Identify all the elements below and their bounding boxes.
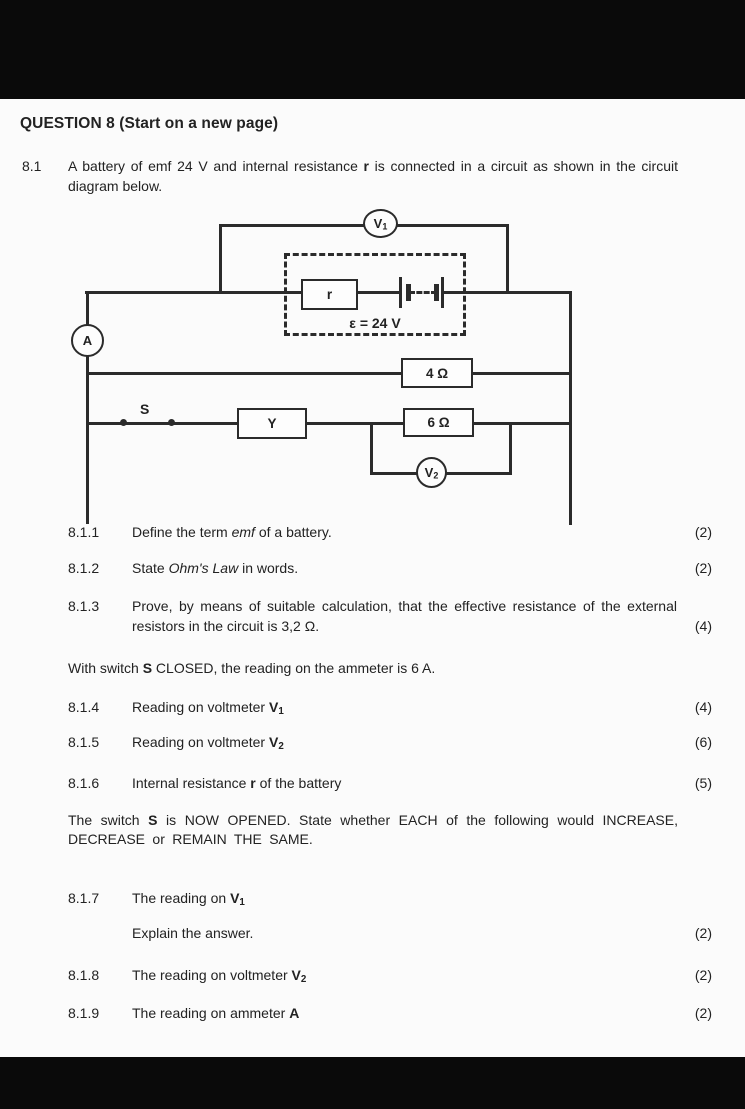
statement-switch-opened: The switch S is NOW OPENED. State whethe… [68,812,678,847]
question-number: 8.1.2 [68,560,100,576]
question-text: The reading on voltmeter V2 [132,967,307,985]
question-text: Reading on voltmeter V2 [132,734,284,752]
wire-battery-dashed [409,291,437,294]
question-8-1-intro: 8.1 A battery of emf 24 V and internal r… [22,156,678,196]
question-number: 8.1.1 [68,524,100,540]
question-number: 8.1.3 [68,598,100,614]
question-marks: (2) [694,560,712,576]
question-number: 8.1 [22,158,42,174]
question-row-8-1-4: 8.1.4 Reading on voltmeter V1 (4) [68,697,712,717]
voltmeter-v2: V2 [416,457,447,488]
question-number: 8.1.6 [68,775,100,791]
wire-v1-left [219,224,222,294]
wire-right-vertical [569,291,572,525]
wire-main-left [85,291,402,294]
bottom-letterbox-bar [0,1057,745,1109]
ammeter-label: A [82,333,93,348]
circuit-diagram: ε = 24 V r 4 Ω 6 Ω Y S V1 A V2 [0,99,745,525]
question-number: 8.1.8 [68,967,100,983]
exam-page: QUESTION 8 (Start on a new page) 8.1 A b… [0,99,745,1057]
voltmeter-v1: V1 [363,209,398,238]
ammeter: A [71,324,104,357]
question-marks: (2) [694,925,712,941]
question-marks: (2) [694,967,712,983]
wire-left-vertical [86,291,89,524]
question-row-8-1-8: 8.1.8 The reading on voltmeter V2 (2) [68,965,712,985]
question-text: Prove, by means of suitable calculation,… [132,598,677,634]
question-number: 8.1.4 [68,699,100,715]
voltmeter-v1-label: V1 [373,216,388,232]
battery-plate-short-left [406,284,411,301]
resistor-6ohm-box: 6 Ω [403,408,474,437]
battery-plate-long-left [399,277,402,308]
question-row-8-1-1: 8.1.1 Define the term emf of a battery. … [68,522,712,542]
component-y-box: Y [237,408,307,439]
question-row-explain: Explain the answer. (2) [68,923,712,943]
question-text: The reading on ammeter A [132,1005,300,1021]
question-marks: (4) [694,699,712,715]
switch-contact-dot-right [168,419,175,426]
internal-resistance-box: r [301,279,358,310]
question-number: 8.1.7 [68,890,100,906]
question-text: Internal resistance r of the battery [132,775,342,791]
question-marks: (2) [694,524,712,540]
question-row-8-1-7: 8.1.7 The reading on V1 [68,888,712,908]
wire-main-right [444,291,572,294]
voltmeter-v2-label: V2 [424,465,439,481]
question-text: State Ohm's Law in words. [132,560,299,576]
question-marks: (5) [694,775,712,791]
top-letterbox-bar [0,0,745,99]
switch-label: S [140,401,150,417]
switch-contact-dot-left [120,419,127,426]
wire-bottom-branch [86,422,572,425]
wire-v2-left [370,422,373,475]
question-row-8-1-3: 8.1.3 Prove, by means of suitable calcul… [68,596,712,636]
battery-emf-label: ε = 24 V [349,315,401,331]
question-text: Define the term emf of a battery. [132,524,332,540]
question-number-spacer [68,923,132,943]
question-row-8-1-6: 8.1.6 Internal resistance r of the batte… [68,773,712,793]
question-number: 8.1.9 [68,1005,100,1021]
battery-plate-short-right [434,284,439,301]
question-row-8-1-5: 8.1.5 Reading on voltmeter V2 (6) [68,732,712,752]
wire-4ohm-branch [86,372,572,375]
question-text: Reading on voltmeter V1 [132,699,284,717]
question-row-8-1-2: 8.1.2 State Ohm's Law in words. (2) [68,558,712,578]
page-title: QUESTION 8 (Start on a new page) [20,115,279,132]
battery-plate-long-right [441,277,444,308]
battery-boundary-box [284,253,466,336]
question-marks: (2) [694,1005,712,1021]
question-row-8-1-9: 8.1.9 The reading on ammeter A (2) [68,1003,712,1023]
question-text: The reading on V1 [132,890,245,908]
question-text: Explain the answer. [132,925,254,941]
wire-v1-right [506,224,509,294]
wire-v2-right [509,422,512,475]
question-marks: (4) [694,618,712,634]
statement-switch-closed: With switch S CLOSED, the reading on the… [68,660,436,676]
question-marks: (6) [694,734,712,750]
resistor-4ohm-box: 4 Ω [401,358,473,388]
question-number: 8.1.5 [68,734,100,750]
question-intro-text: A battery of emf 24 V and internal resis… [68,158,678,194]
